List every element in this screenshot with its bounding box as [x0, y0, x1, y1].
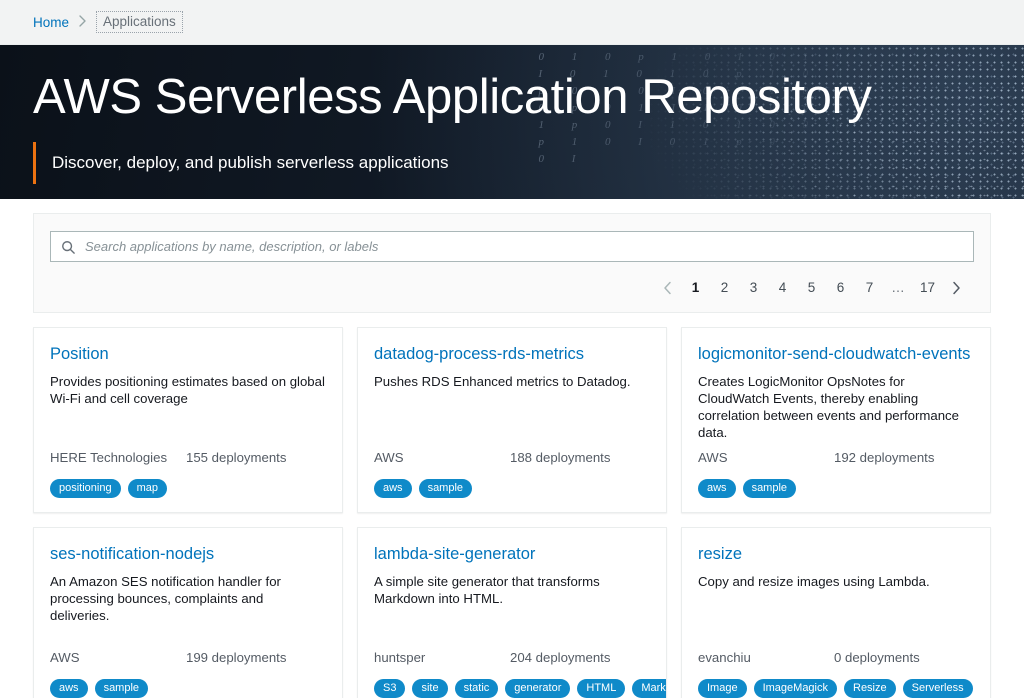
pagination-page-17[interactable]: 17 [919, 280, 936, 295]
search-panel: 1 2 3 4 5 6 7 … 17 [33, 213, 991, 313]
application-title[interactable]: logicmonitor-send-cloudwatch-events [698, 345, 971, 363]
application-title[interactable]: ses-notification-nodejs [50, 545, 215, 563]
application-tags: aws sample [698, 479, 974, 498]
tag-chip[interactable]: sample [418, 479, 473, 498]
application-meta: AWS 188 deployments [374, 450, 650, 465]
application-title[interactable]: resize [698, 545, 743, 563]
application-title[interactable]: lambda-site-generator [374, 545, 536, 563]
application-card[interactable]: Position Provides positioning estimates … [33, 327, 343, 513]
pagination-page-2[interactable]: 2 [720, 280, 729, 295]
accent-bar [33, 141, 36, 184]
application-card[interactable]: logicmonitor-send-cloudwatch-events Crea… [681, 327, 991, 513]
tag-chip[interactable]: aws [50, 679, 88, 698]
application-author: HERE Technologies [50, 450, 168, 465]
application-description: Provides positioning estimates based on … [50, 373, 325, 406]
application-deployments: 155 deployments [186, 450, 287, 465]
application-description: Copy and resize images using Lambda. [698, 573, 930, 589]
application-author: AWS [50, 650, 80, 665]
application-deployments: 199 deployments [186, 650, 287, 665]
tag-chip[interactable]: generator [505, 679, 571, 698]
tag-chip[interactable]: HTML [577, 679, 626, 698]
application-deployments: 188 deployments [510, 450, 611, 465]
application-tags: aws sample [374, 479, 650, 498]
application-card[interactable]: datadog-process-rds-metrics Pushes RDS E… [357, 327, 667, 513]
application-description: A simple site generator that transforms … [374, 573, 600, 606]
pagination-page-7[interactable]: 7 [865, 280, 874, 295]
page-subtitle: Discover, deploy, and publish serverless… [52, 152, 449, 172]
application-tags: aws sample [50, 679, 326, 698]
application-meta: AWS 199 deployments [50, 650, 326, 665]
application-card[interactable]: ses-notification-nodejs An Amazon SES no… [33, 527, 343, 698]
pagination-ellipsis: … [891, 280, 906, 295]
tag-chip[interactable]: sample [94, 679, 149, 698]
application-meta: huntsper 204 deployments [374, 650, 650, 665]
chevron-right-icon [78, 15, 87, 29]
breadcrumb: Home Applications [0, 0, 1024, 45]
application-description: Creates LogicMonitor OpsNotes for CloudW… [698, 373, 959, 440]
tag-chip[interactable]: sample [742, 479, 797, 498]
tag-chip[interactable]: ImageMagick [753, 679, 837, 698]
hero-banner: 0 1 0 p 1 0 I 0 1 0 0 1 p 0 1 I 0 1 0 1 … [0, 45, 1024, 199]
application-meta: AWS 192 deployments [698, 450, 974, 465]
application-description: Pushes RDS Enhanced metrics to Datadog. [374, 373, 631, 389]
pagination-page-5[interactable]: 5 [807, 280, 816, 295]
breadcrumb-item-home[interactable]: Home [33, 14, 70, 30]
search-box[interactable] [50, 231, 974, 262]
application-card[interactable]: lambda-site-generator A simple site gene… [357, 527, 667, 698]
pagination-next-button[interactable] [945, 281, 967, 295]
tag-chip[interactable]: S3 [374, 679, 406, 698]
application-author: AWS [698, 450, 728, 465]
tag-chip[interactable]: static [454, 679, 499, 698]
application-card-grid: Position Provides positioning estimates … [33, 327, 991, 698]
application-author: evanchiu [698, 650, 751, 665]
tag-chip[interactable]: positioning [50, 479, 121, 498]
hero-binary-glyphs: 0 1 0 p 1 0 I 0 1 0 0 1 p 0 1 I 0 1 0 1 … [538, 51, 1017, 165]
application-tags: Image ImageMagick Resize Serverless [698, 679, 974, 698]
search-icon [61, 240, 75, 254]
application-deployments: 204 deployments [510, 650, 611, 665]
search-input[interactable] [85, 239, 963, 254]
application-title[interactable]: datadog-process-rds-metrics [374, 345, 584, 363]
tag-chip[interactable]: aws [374, 479, 412, 498]
application-tags: positioning map [50, 479, 326, 498]
application-deployments: 192 deployments [834, 450, 935, 465]
pagination-page-4[interactable]: 4 [778, 280, 787, 295]
application-meta: evanchiu 0 deployments [698, 650, 974, 665]
pagination-page-6[interactable]: 6 [836, 280, 845, 295]
tag-chip[interactable]: Image [698, 679, 747, 698]
application-tags: S3 site static generator HTML Markdown [374, 679, 666, 698]
application-author: huntsper [374, 650, 426, 665]
tag-chip[interactable]: Serverless [902, 679, 973, 698]
pagination: 1 2 3 4 5 6 7 … 17 [50, 278, 974, 298]
application-card[interactable]: resize Copy and resize images using Lamb… [681, 527, 991, 698]
hero-dot-pattern-secondary [491, 45, 1024, 199]
pagination-prev-button[interactable] [656, 281, 678, 295]
tag-chip[interactable]: Resize [844, 679, 896, 698]
application-meta: HERE Technologies 155 deployments [50, 450, 326, 465]
application-deployments: 0 deployments [834, 650, 920, 665]
pagination-page-3[interactable]: 3 [749, 280, 758, 295]
tag-chip[interactable]: Markdown [632, 679, 666, 698]
pagination-page-1[interactable]: 1 [691, 280, 700, 295]
application-description: An Amazon SES notification handler for p… [50, 573, 281, 623]
tag-chip[interactable]: map [127, 479, 167, 498]
application-author: AWS [374, 450, 404, 465]
tag-chip[interactable]: site [412, 679, 448, 698]
breadcrumb-item-applications[interactable]: Applications [96, 10, 183, 34]
application-title[interactable]: Position [50, 345, 109, 363]
page-title: AWS Serverless Application Repository [33, 70, 872, 124]
tag-chip[interactable]: aws [698, 479, 736, 498]
main-content: 1 2 3 4 5 6 7 … 17 Position Provides pos… [0, 213, 1024, 698]
